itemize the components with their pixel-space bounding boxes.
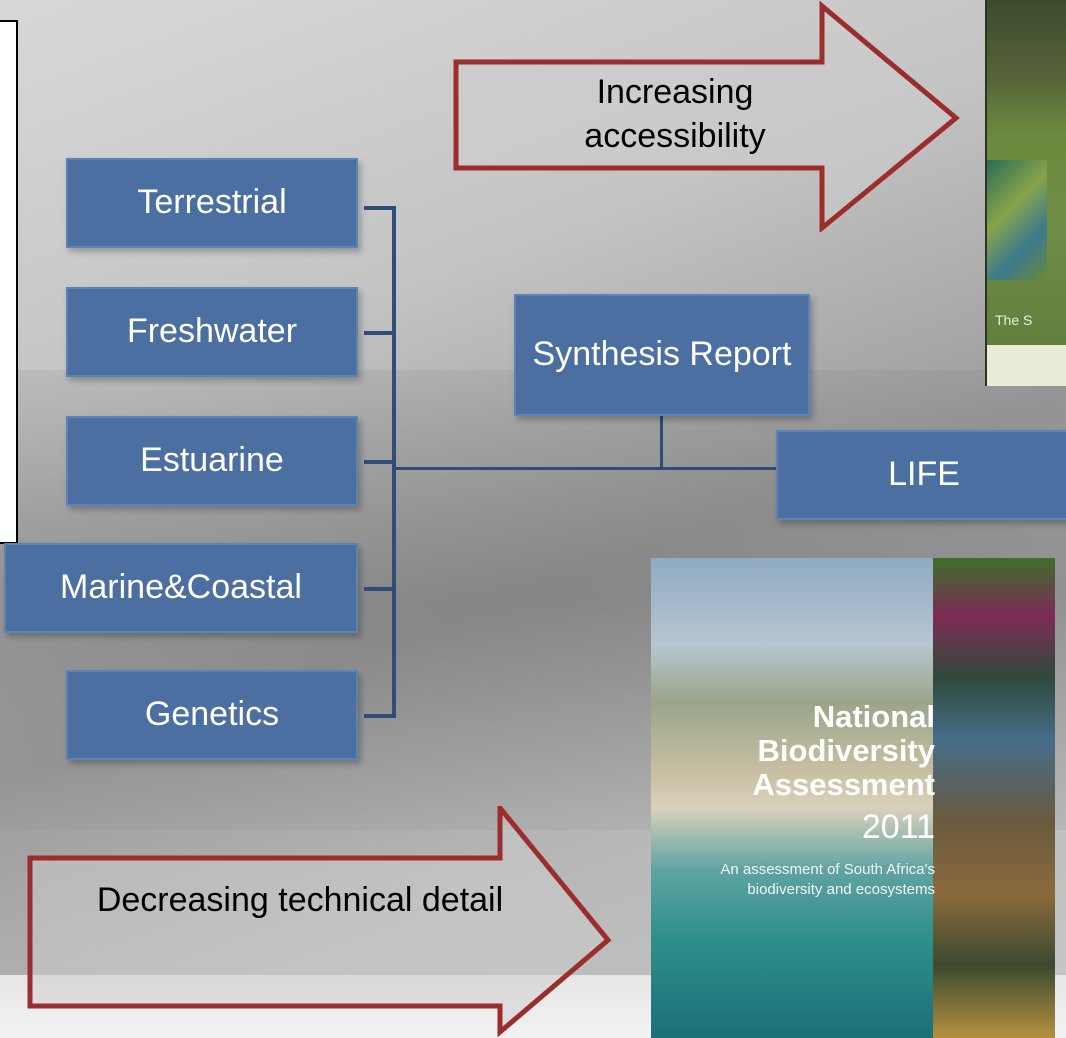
box-marine-coastal: Marine&Coastal xyxy=(4,543,358,633)
cover-caption: The S xyxy=(995,312,1033,328)
box-life: LIFE xyxy=(776,430,1066,520)
cover-title-line1: National xyxy=(812,699,935,734)
cover-base xyxy=(987,345,1066,386)
increasing-accessibility-label: Increasing accessibility xyxy=(584,73,766,156)
connector-marine xyxy=(364,587,396,591)
connector-estuarine xyxy=(364,460,396,464)
connector-main-horizontal xyxy=(392,467,784,470)
life-cover-image: The S xyxy=(985,0,1066,386)
left-panel xyxy=(0,20,18,544)
decreasing-detail-arrow xyxy=(27,806,612,1038)
cover-title-line2: Biodiversity xyxy=(757,733,935,768)
cover-photo xyxy=(987,160,1047,280)
cover-year: 2011 xyxy=(861,808,935,846)
nba-report-cover: National Biodiversity Assessment 2011 An… xyxy=(651,558,1055,1038)
connector-synthesis xyxy=(660,414,663,468)
connector-genetics xyxy=(364,714,396,718)
decreasing-detail-label: Decreasing technical detail xyxy=(96,881,504,919)
box-estuarine: Estuarine xyxy=(66,416,358,506)
box-synthesis-report: Synthesis Report xyxy=(514,294,810,416)
cover-side-photos xyxy=(933,558,1055,1038)
cover-subtitle: An assessment of South Africa's biodiver… xyxy=(720,861,935,898)
box-freshwater: Freshwater xyxy=(66,287,358,377)
connector-terrestrial xyxy=(364,206,396,210)
increasing-accessibility-arrow xyxy=(453,0,960,232)
box-terrestrial: Terrestrial xyxy=(66,158,358,248)
box-genetics: Genetics xyxy=(66,670,358,760)
connector-freshwater xyxy=(364,331,396,335)
cover-title-line3: Assessment xyxy=(752,767,935,802)
